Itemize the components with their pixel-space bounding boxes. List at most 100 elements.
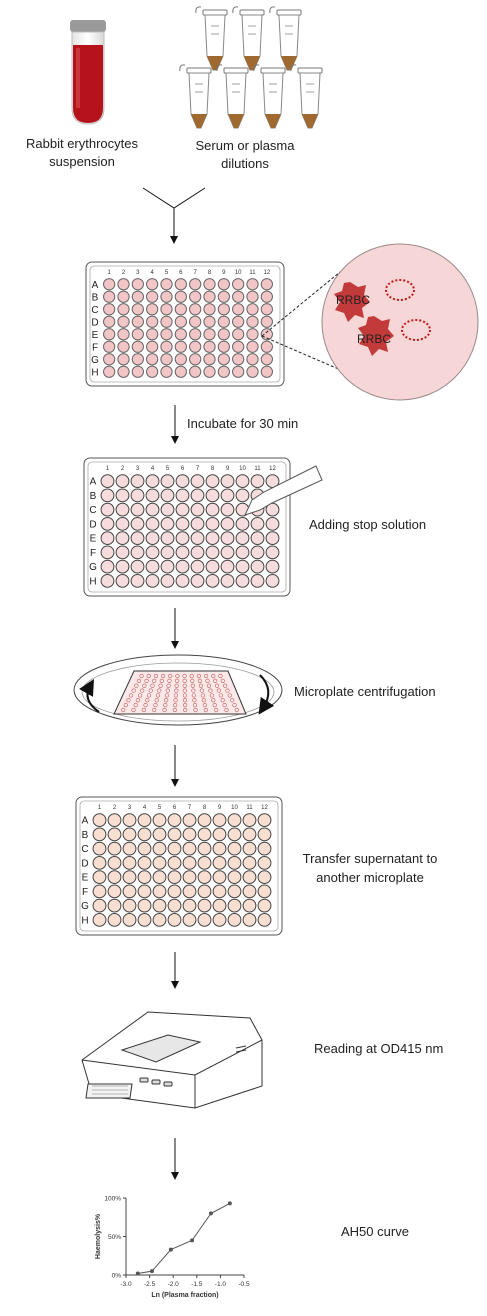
plate-col-label: 11 xyxy=(254,466,261,472)
plate-well xyxy=(152,884,167,899)
x-axis-label: Ln (Plasma fraction) xyxy=(151,1292,218,1299)
x-tick-label: -3.0 xyxy=(120,1281,132,1288)
plate-well xyxy=(220,502,235,517)
plate-well xyxy=(107,841,122,856)
plate-well xyxy=(122,813,137,828)
plate-well xyxy=(220,545,235,560)
plate-col-label: 5 xyxy=(165,270,169,276)
x-tick-label: -2.0 xyxy=(168,1281,180,1288)
plate-well xyxy=(242,841,257,856)
plate-well xyxy=(137,884,152,899)
plate-well xyxy=(242,813,257,828)
plate-well xyxy=(257,912,272,927)
plate-well xyxy=(246,315,259,328)
plate-well xyxy=(242,912,257,927)
plate-col-label: 6 xyxy=(179,270,183,276)
plate-well xyxy=(197,898,212,913)
plate-row-label: G xyxy=(91,355,99,366)
plate-col-label: 7 xyxy=(193,270,197,276)
plate-well xyxy=(235,516,250,531)
plate-well xyxy=(242,898,257,913)
plate-well xyxy=(115,531,130,546)
plate-well xyxy=(175,531,190,546)
plate-well xyxy=(157,688,162,693)
plate-well xyxy=(103,290,116,303)
plate-well xyxy=(103,315,116,328)
plate-well xyxy=(175,673,180,679)
plate-well xyxy=(174,688,179,693)
plate-well xyxy=(212,884,227,899)
plate-well xyxy=(160,474,175,489)
transfer-label-line2: another microplate xyxy=(316,870,424,885)
plate-well xyxy=(182,678,187,683)
plate-well xyxy=(167,912,182,927)
reading-label: Reading at OD415 nm xyxy=(314,1041,443,1056)
plate-well xyxy=(92,813,107,828)
plate-well xyxy=(131,353,144,366)
plate-well xyxy=(260,315,273,328)
plate-well xyxy=(217,340,230,353)
plate-well xyxy=(145,559,160,574)
y-axis-label: Haemolysis% xyxy=(95,1213,102,1259)
plate-well xyxy=(175,488,190,503)
pipette-icon xyxy=(244,465,323,516)
plate-col-label: 11 xyxy=(246,805,253,811)
plate-well xyxy=(232,365,245,378)
plate-well xyxy=(205,488,220,503)
plate-well xyxy=(163,703,168,708)
plate-col-label: 3 xyxy=(128,805,132,811)
plate-well xyxy=(100,474,115,489)
centrifuge-icon xyxy=(73,654,283,726)
plate-well xyxy=(227,693,232,698)
plate-well xyxy=(246,365,259,378)
plate-well xyxy=(136,678,142,683)
plate-well xyxy=(146,315,159,328)
plate-well xyxy=(257,870,272,885)
plate-row-label: H xyxy=(91,367,98,378)
plate-well xyxy=(200,693,205,698)
plate-well xyxy=(137,898,152,913)
plate-well xyxy=(227,841,242,856)
serum-tube-icon xyxy=(216,64,249,129)
plate-well xyxy=(140,688,145,693)
plate-well xyxy=(220,474,235,489)
plate-well xyxy=(227,855,242,870)
plate-well xyxy=(131,328,144,341)
plate-well xyxy=(217,290,230,303)
plate-well xyxy=(115,516,130,531)
plate-well xyxy=(167,841,182,856)
plate-well xyxy=(100,531,115,546)
plate-well xyxy=(197,813,212,828)
plate-well xyxy=(148,688,153,693)
plate-well xyxy=(117,340,130,353)
plate-well xyxy=(232,328,245,341)
plate-well xyxy=(190,502,205,517)
plate-well xyxy=(117,303,130,316)
plate-well xyxy=(92,827,107,842)
plate-well xyxy=(189,278,202,291)
plate-well xyxy=(160,353,173,366)
plate-well xyxy=(182,827,197,842)
plate-well xyxy=(197,841,212,856)
plate-well xyxy=(145,502,160,517)
plate-well xyxy=(223,683,228,688)
plate-well xyxy=(130,573,145,588)
incubate-label: Incubate for 30 min xyxy=(187,416,298,431)
plate-well xyxy=(167,884,182,899)
plate-well xyxy=(133,703,138,708)
plate-well xyxy=(246,340,259,353)
plate-well xyxy=(103,353,116,366)
rrbc-label: RRBC xyxy=(336,293,370,307)
plate-well xyxy=(232,315,245,328)
rbc-cell-icon xyxy=(358,316,394,356)
plate-well xyxy=(220,531,235,546)
plate-well xyxy=(100,573,115,588)
plate-well xyxy=(246,353,259,366)
plate-well xyxy=(190,516,205,531)
plate-col-label: 1 xyxy=(98,805,102,811)
plate-well xyxy=(212,827,227,842)
plate-well xyxy=(146,303,159,316)
plate-well xyxy=(131,290,144,303)
plate-well xyxy=(250,531,265,546)
